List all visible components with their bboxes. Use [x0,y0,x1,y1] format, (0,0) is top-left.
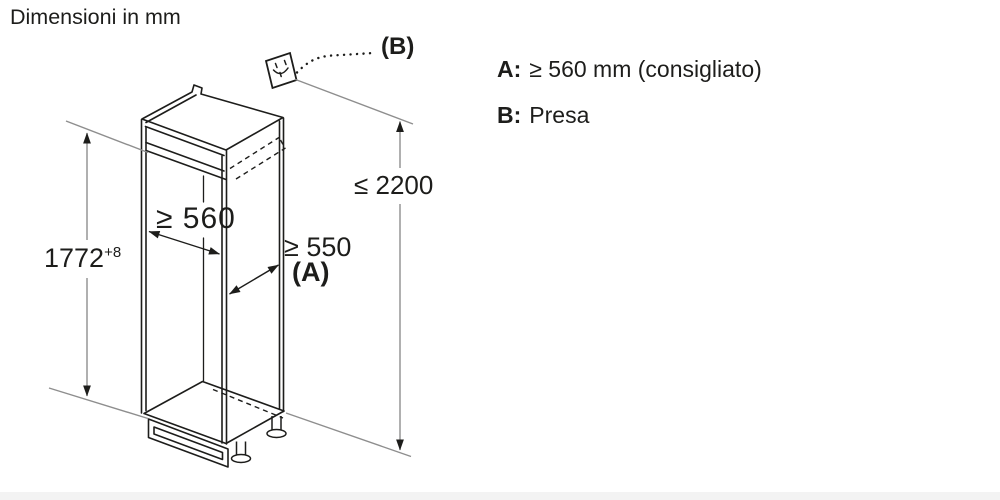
ext-top-left [65,120,149,154]
extension-lines [48,78,414,458]
plinth-frame [147,418,229,468]
depth-ref-label: (A) [292,257,330,287]
niche-depth-dimension-arrow [229,264,279,295]
page-title: Dimensioni in mm [10,5,181,29]
power-socket-icon [264,51,298,90]
niche-width-label: ≥ 560 [156,202,236,235]
socket-ref-label: (B) [381,33,415,60]
left-panel-edges [140,118,147,414]
front-right-panel-edges [221,149,228,445]
socket-leader-dots [295,51,376,74]
hidden-edges-dashed [212,136,286,419]
front-foot [230,441,252,464]
niche-width-dimension-arrow [148,230,220,255]
niche-height-label: 1772+8 [44,245,121,272]
niche-cabinet-outline [140,84,285,468]
back-foot [266,416,287,439]
legend-key-b: B: [497,102,522,128]
legend-value-a: ≥ 560 mm (consigliato) [529,56,762,82]
niche-height-value: 1772 [44,243,105,273]
legend-value-b: Presa [529,102,590,128]
max-height-label: ≤ 2200 [354,170,434,200]
top-face [141,84,284,151]
top-rail [145,141,227,181]
legend-key-a: A: [497,56,522,82]
top-face-thickness [144,94,225,157]
niche-height-tolerance: +8 [104,244,122,261]
legend-item-b: B: Presa [497,104,589,127]
niche-floor [143,380,285,445]
ext-top-right [295,78,414,125]
legend-item-a: A: ≥ 560 mm (consigliato) [497,58,762,81]
ext-bottom-right [285,412,412,458]
back-right-panel-edges [278,117,285,413]
page-bottom-edge [0,492,1000,500]
niche-depth-label: ≥ 550 [284,232,352,262]
ext-bottom-left [48,387,149,420]
adjustable-feet [230,416,287,464]
